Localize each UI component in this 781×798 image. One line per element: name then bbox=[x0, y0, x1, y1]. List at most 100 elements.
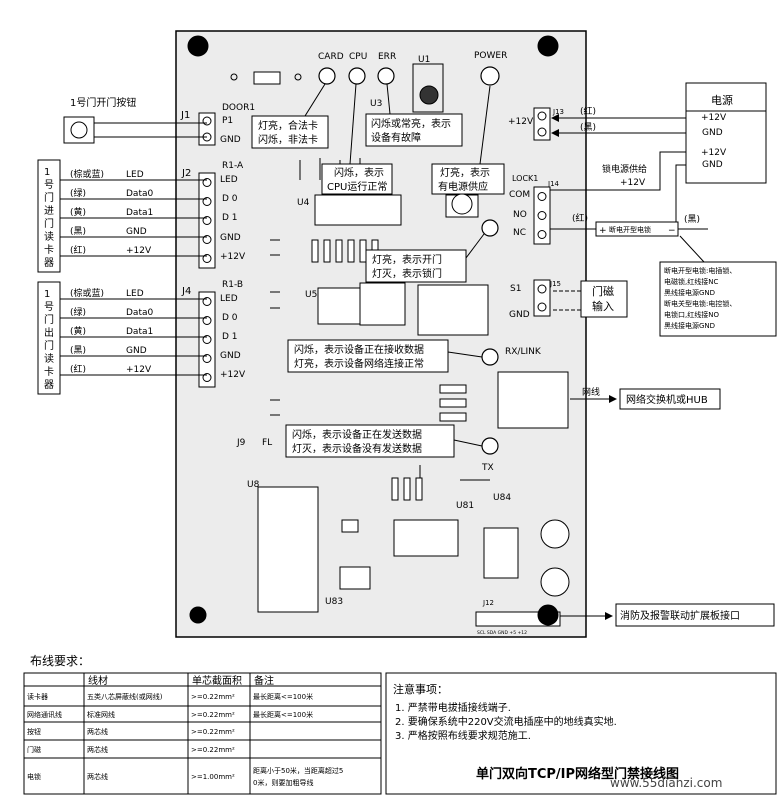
cpu-note-1: 闪烁，表示 bbox=[334, 166, 384, 179]
j13-12v-label: +12V bbox=[508, 117, 534, 127]
reader-in-title-char: 器 bbox=[44, 257, 54, 269]
door-magnet-box bbox=[580, 280, 628, 318]
tx-note-2: 灯灭，表示设备没有发送数据 bbox=[292, 442, 422, 455]
j4-label: J4 bbox=[181, 286, 191, 297]
lock-note-line: 断电关型电锁:电控锁、 bbox=[664, 299, 736, 308]
led-power-label: POWER bbox=[474, 51, 507, 61]
reader-out-title-char: 门 bbox=[44, 313, 54, 326]
door-magnet-line2: 输入 bbox=[592, 299, 614, 313]
reader-out-wire-color: (红) bbox=[70, 363, 86, 375]
lock-note-box bbox=[659, 261, 777, 337]
j12-pins-label: SCL SDA GND +5 +12 bbox=[477, 630, 527, 636]
table-row-cable: 标准网线 bbox=[87, 710, 115, 719]
lock-note-line: 电磁锁,红线接NC bbox=[664, 277, 718, 286]
lock1-terminal-pin-icon bbox=[537, 211, 547, 220]
notes-title: 注意事项： bbox=[393, 682, 448, 696]
reader-in-title-char: 进 bbox=[44, 205, 54, 217]
j4-term-12v: +12V bbox=[220, 370, 246, 380]
fl-label: FL bbox=[262, 438, 272, 448]
reader-in-wire-color: (棕或蓝) bbox=[70, 168, 104, 180]
reader-in-wire-signal: GND bbox=[126, 227, 147, 237]
reader-out-title-char: 号 bbox=[44, 301, 54, 313]
rx-note-2: 灯亮，表示设备网络连接正常 bbox=[294, 357, 424, 370]
lock-note-line: 黑线接电源GND bbox=[664, 288, 715, 297]
j1-label: J1 bbox=[180, 110, 190, 121]
lock-red-label: (红) bbox=[572, 212, 588, 224]
reader-in-wire-color: (绿) bbox=[70, 187, 86, 199]
reader-out-wire-color: (绿) bbox=[70, 306, 86, 318]
reader-out-title-char: 门 bbox=[44, 339, 54, 352]
led-lock-icon bbox=[481, 219, 499, 237]
table-row-name: 读卡器 bbox=[27, 692, 48, 701]
err-note-1: 闪烁或常亮，表示 bbox=[371, 117, 451, 130]
reader-out-wire-signal: Data1 bbox=[126, 327, 153, 337]
led-card-label: CARD bbox=[318, 52, 344, 62]
lock-status-note-box bbox=[365, 249, 467, 283]
u8-label: U8 bbox=[247, 480, 260, 490]
reader-in-box bbox=[37, 159, 61, 273]
table-row-cable: 两芯线 bbox=[87, 772, 108, 781]
u1-label: U1 bbox=[418, 55, 430, 65]
lock1-terminal-pin-icon bbox=[537, 192, 547, 201]
lock-supply-label-2: +12V bbox=[620, 178, 646, 188]
power-out3: +12V bbox=[701, 148, 727, 158]
power-black-label: (黑) bbox=[580, 122, 596, 133]
led-cpu-icon bbox=[348, 67, 366, 85]
tx-note-box bbox=[285, 424, 455, 458]
s1-label: S1 bbox=[510, 284, 521, 294]
rx-note-box bbox=[287, 339, 449, 373]
power-out2: GND bbox=[702, 128, 723, 138]
reader-in-wire-signal: Data1 bbox=[126, 208, 153, 218]
rx-note-1: 闪烁，表示设备正在接收数据 bbox=[294, 343, 424, 356]
card-note-1: 灯亮，合法卡 bbox=[258, 119, 318, 132]
reader-out-terminal-labels: LED D 0 D 1 GND +12V bbox=[220, 294, 246, 380]
diagram-title: 单门双向TCP/IP网络型门禁接线图 bbox=[476, 766, 679, 782]
button-icon bbox=[70, 121, 88, 139]
table-row-area: >=0.22mm² bbox=[191, 693, 235, 701]
led-cpu-label: CPU bbox=[349, 52, 367, 62]
resistor bbox=[347, 239, 355, 263]
lock-note-line: 黑线接电源GND bbox=[664, 321, 715, 330]
resistor bbox=[323, 239, 331, 263]
network-cable-label: 网线 bbox=[582, 386, 600, 398]
table-header: 备注 bbox=[254, 674, 274, 687]
j2-term-led: LED bbox=[220, 175, 238, 185]
table-header: 线材 bbox=[88, 674, 108, 687]
reader-wires: (棕或蓝)LED(绿)Data0(黄)Data1(黑)GND(红)+12V(棕或… bbox=[60, 168, 207, 376]
lock-note-line: 电锁口,红线接NO bbox=[664, 310, 719, 319]
network-switch-label: 网络交换机或HUB bbox=[626, 393, 708, 406]
network-switch-box bbox=[619, 388, 721, 410]
j4-term-d0: D 0 bbox=[222, 313, 238, 323]
led-tx-label: TX bbox=[481, 463, 494, 473]
lock-note-line: 断电开型电锁:电插锁、 bbox=[664, 266, 736, 275]
note-item-3: 3. 严格按照布线要求规范施工. bbox=[395, 729, 531, 742]
reader-in-title-char: 号 bbox=[44, 179, 54, 191]
resistor bbox=[439, 384, 467, 394]
lock1-terminal-pin-icon bbox=[537, 230, 547, 239]
reader-out-box bbox=[37, 281, 61, 395]
j13-label: J13 bbox=[552, 108, 564, 116]
notes-box bbox=[385, 672, 777, 795]
power-supply-box bbox=[685, 82, 767, 184]
wiring-title: 布线要求： bbox=[30, 654, 90, 668]
note-item-2: 2. 要确保系统中220V交流电插座中的地线真实地. bbox=[395, 715, 617, 728]
table-row-area: >=0.22mm² bbox=[191, 728, 235, 736]
reader-out-wire-color: (黄) bbox=[70, 325, 86, 337]
com-label: COM bbox=[509, 190, 530, 200]
resistor bbox=[311, 239, 319, 263]
watermark: www.55dianzi.com bbox=[610, 776, 722, 790]
led-tx-icon bbox=[481, 437, 499, 455]
led-rxlink-label: RX/LINK bbox=[505, 347, 542, 357]
fire-interface-label: 消防及报警联动扩展板接口 bbox=[620, 609, 740, 622]
reader-in-wire-signal: Data0 bbox=[126, 189, 153, 199]
table-row-name: 门磁 bbox=[27, 745, 41, 754]
button-label: 1号门开门按钮 bbox=[70, 96, 136, 109]
reader-out-title-char: 卡 bbox=[44, 365, 54, 378]
reader-out-wire-signal: LED bbox=[126, 289, 144, 299]
lock-black-label: (黑) bbox=[684, 214, 700, 225]
j15-terminal-pin-icon bbox=[537, 284, 547, 294]
reader-out-wire-color: (棕或蓝) bbox=[70, 287, 104, 299]
